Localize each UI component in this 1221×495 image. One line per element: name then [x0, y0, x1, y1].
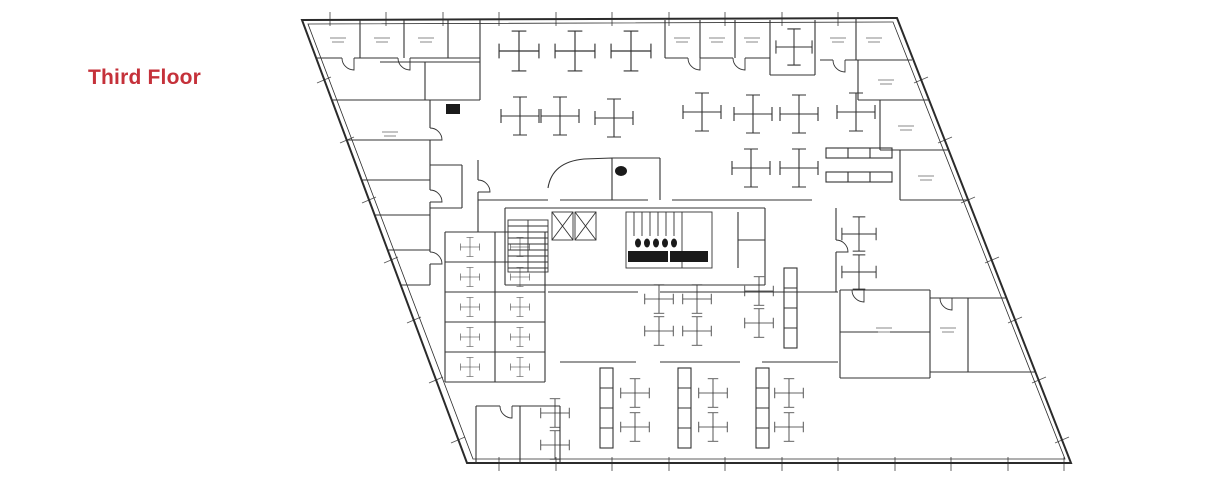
- fixtures: [446, 104, 708, 262]
- equipment-block: [446, 104, 460, 114]
- interior-walls: [316, 18, 1035, 463]
- room-labels: [329, 37, 957, 333]
- door-swings: [341, 57, 953, 419]
- outer-walls: [300, 16, 1073, 464]
- column-blob: [615, 166, 627, 176]
- stairs: [507, 219, 549, 273]
- page-title: Third Floor: [88, 66, 202, 89]
- elevators: [551, 211, 597, 241]
- restrooms: [625, 211, 713, 269]
